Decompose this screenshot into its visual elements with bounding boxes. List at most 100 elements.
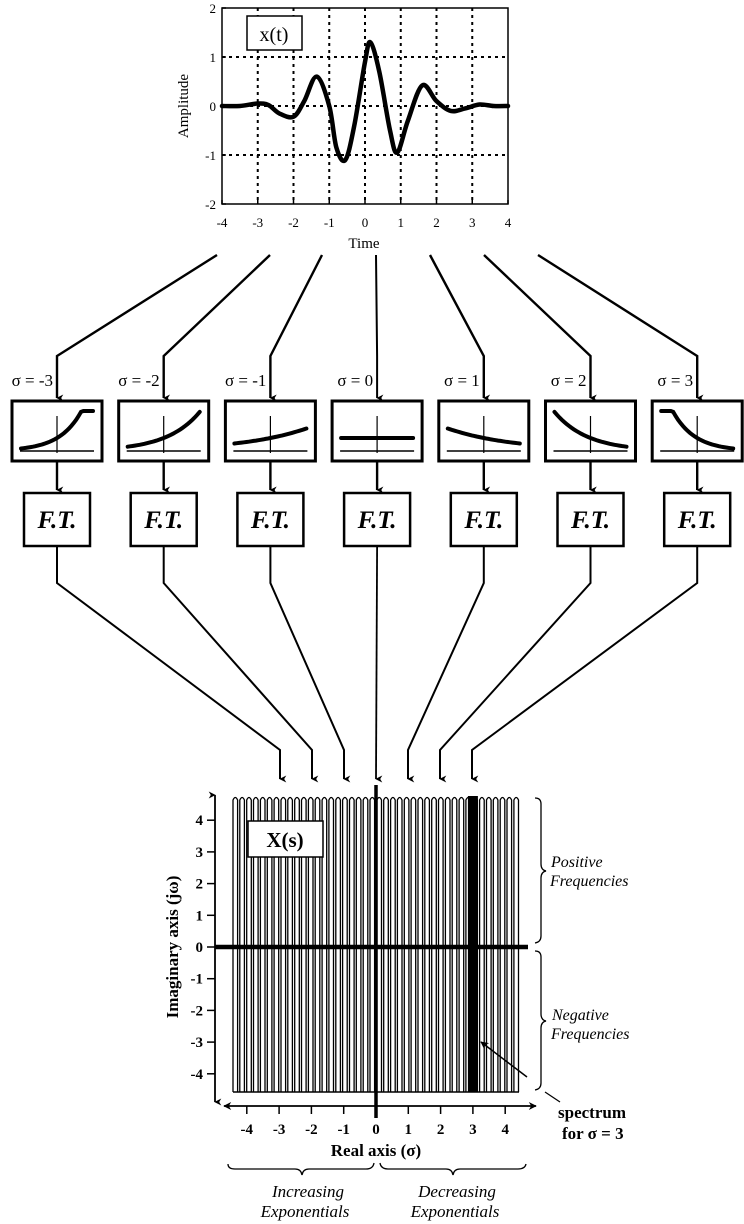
positive-freq-label-1: Positive (550, 854, 603, 871)
sigma-label: σ = -3 (12, 371, 53, 390)
y-tick-label: 0 (210, 99, 217, 114)
imaginary-axis-label: Imaginary axis (jω) (163, 876, 182, 1019)
output-arrow (439, 547, 592, 783)
fourier-transform-box (662, 491, 732, 548)
imag-tick-label: 1 (196, 908, 204, 924)
real-tick-label: 1 (405, 1122, 413, 1138)
spectrum-pointer-arrow (480, 1041, 528, 1078)
y-tick-label: -2 (205, 197, 216, 212)
exponential-curve (552, 409, 629, 449)
xs-label: X(s) (266, 828, 303, 852)
fourier-transform-box (556, 491, 625, 548)
decreasing-label-2: Exponentials (410, 1202, 500, 1221)
sigma-label: σ = 1 (444, 371, 480, 390)
xt-label: x(t) (260, 24, 289, 46)
output-arrow (269, 547, 351, 783)
branch-sigma-neg1: σ = -1 F.T. (223, 254, 351, 783)
exponential-curve (659, 409, 736, 451)
positive-freq-label-2: Frequencies (549, 873, 628, 890)
ft-label: F.T. (250, 507, 290, 534)
branch-sigma-3: σ = 3 F.T. (471, 253, 744, 783)
y-tick-label: 2 (210, 1, 217, 16)
positive-brace (534, 797, 547, 944)
decreasing-brace (379, 1162, 527, 1176)
increasing-label-2: Exponentials (260, 1202, 350, 1221)
imag-tick-label: -3 (191, 1035, 204, 1051)
exponential-curve (232, 426, 309, 446)
imag-tick-label: 0 (196, 940, 204, 956)
y-tick-label: 1 (210, 50, 217, 65)
top-plot-xlabel: Time (348, 236, 379, 252)
output-arrow (56, 547, 287, 783)
input-arrow (483, 254, 597, 402)
branch-sigma-neg3: σ = -3 F.T. (10, 253, 287, 783)
real-tick-label: 4 (501, 1122, 509, 1138)
output-arrow (162, 547, 319, 783)
exponential-curve (19, 409, 95, 451)
fourier-transform-box (236, 491, 305, 548)
real-tick-label: -1 (337, 1122, 350, 1138)
sigma-label: σ = 3 (657, 371, 693, 390)
sigma-label: σ = 2 (551, 371, 587, 390)
spectrum-lines (232, 796, 520, 1092)
real-tick-label: 0 (372, 1122, 380, 1138)
increasing-brace (227, 1162, 375, 1176)
real-tick-label: -4 (241, 1122, 254, 1138)
input-arrow (269, 254, 324, 402)
sigma-label: σ = -2 (118, 371, 159, 390)
input-arrow (537, 253, 704, 402)
branch-sigma-2: σ = 2 F.T. (439, 254, 637, 783)
x-tick-label: 4 (505, 215, 512, 230)
top-plot-ylabel: Amplitude (176, 74, 192, 139)
sigma-label: σ = -1 (225, 371, 266, 390)
spectrum-label-2: for σ = 3 (562, 1124, 624, 1143)
x-tick-label: -4 (217, 215, 228, 230)
signal-curve (219, 39, 511, 164)
spectrum-label-1: spectrum (558, 1103, 626, 1122)
spectrum-leader (544, 1091, 561, 1103)
input-arrow (375, 254, 384, 402)
branch-sigma-1: σ = 1 F.T. (407, 254, 531, 783)
x-tick-label: 0 (362, 215, 369, 230)
real-tick-label: 3 (469, 1122, 477, 1138)
ft-label: F.T. (570, 507, 610, 534)
exponential-curve (125, 409, 202, 449)
input-arrow (55, 253, 218, 402)
negative-freq-label-1: Negative (551, 1007, 609, 1024)
xs-label-box (247, 820, 324, 858)
real-tick-label: -2 (305, 1122, 318, 1138)
output-arrow (407, 547, 485, 783)
exponential-curve (445, 426, 522, 446)
fourier-transform-box (449, 491, 519, 548)
ft-label: F.T. (357, 507, 397, 534)
increasing-label-1: Increasing (271, 1182, 344, 1201)
real-tick-label: -3 (273, 1122, 286, 1138)
branch-row: σ = -3F.T.σ = -2F.T.σ = -1F.T.σ = 0F.T.σ… (10, 253, 744, 783)
xt-label-box (246, 15, 303, 51)
x-tick-label: -2 (288, 215, 299, 230)
input-arrow (162, 254, 271, 402)
fourier-transform-box (342, 491, 412, 548)
fourier-transform-box (22, 491, 92, 548)
imag-tick-label: 2 (196, 877, 204, 893)
imag-tick-label: -4 (191, 1067, 204, 1083)
sigma-label: σ = 0 (337, 371, 373, 390)
ft-label: F.T. (677, 507, 717, 534)
branch-sigma-0: σ = 0 F.T. (330, 254, 424, 783)
ft-label: F.T. (37, 507, 77, 534)
ft-label: F.T. (463, 507, 503, 534)
negative-brace (534, 950, 547, 1091)
x-tick-label: 2 (433, 215, 440, 230)
x-tick-label: -3 (252, 215, 263, 230)
imag-tick-label: -2 (191, 1003, 204, 1019)
x-tick-label: 1 (398, 215, 405, 230)
imag-tick-label: 4 (196, 813, 204, 829)
sigma-3-spectrum-band (467, 796, 478, 1092)
ft-label: F.T. (143, 507, 183, 534)
x-tick-label: -1 (324, 215, 335, 230)
branch-sigma-neg2: σ = -2 F.T. (117, 254, 319, 783)
